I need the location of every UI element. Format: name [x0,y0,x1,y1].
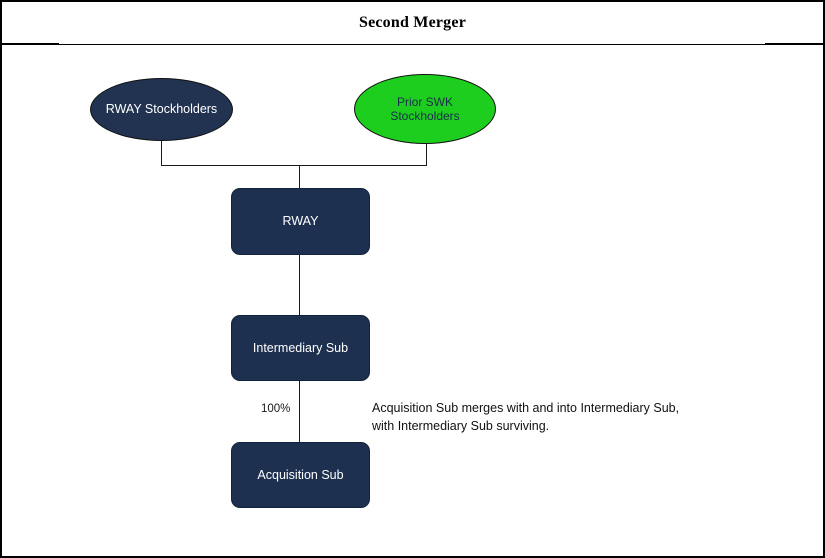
title-divider-gap [59,43,765,44]
connector-rway-stockholders-drop [161,141,162,166]
title-bar: Second Merger [2,2,823,43]
merger-annotation-line2: with Intermediary Sub surviving. [372,419,550,434]
edge-label-ownership-percent: 100% [261,403,291,415]
page-title: Second Merger [358,13,466,31]
merger-annotation: Acquisition Sub merges with and into Int… [372,399,752,435]
node-rway-stockholders[interactable]: RWAY Stockholders [90,78,233,141]
node-rway[interactable]: RWAY [231,188,370,255]
node-prior-swk-label-line1: Prior SWK [396,94,453,109]
connector-intermediary-sub-to-acquisition-sub [299,381,300,443]
merger-annotation-line1: Acquisition Sub merges with and into Int… [372,401,680,415]
node-acquisition-sub-label: Acquisition Sub [257,467,344,482]
title-divider-thin [59,44,765,45]
node-intermediary-sub[interactable]: Intermediary Sub [231,315,370,381]
node-acquisition-sub[interactable]: Acquisition Sub [231,442,370,508]
diagram-stage: RWAY Stockholders Prior SWK Stockholders… [2,45,823,556]
node-rway-label: RWAY [282,214,319,229]
connector-stockholders-join-bar [161,165,427,166]
node-prior-swk-label-line2: Stockholders [390,109,460,123]
node-prior-swk-stockholders-label: Prior SWK Stockholders [390,95,459,123]
node-prior-swk-stockholders[interactable]: Prior SWK Stockholders [354,74,496,144]
connector-rway-to-intermediary-sub [299,255,300,316]
node-rway-stockholders-label: RWAY Stockholders [105,102,218,117]
connector-prior-swk-drop [426,144,427,166]
connector-join-to-rway [299,165,300,189]
node-intermediary-sub-label: Intermediary Sub [252,340,349,355]
